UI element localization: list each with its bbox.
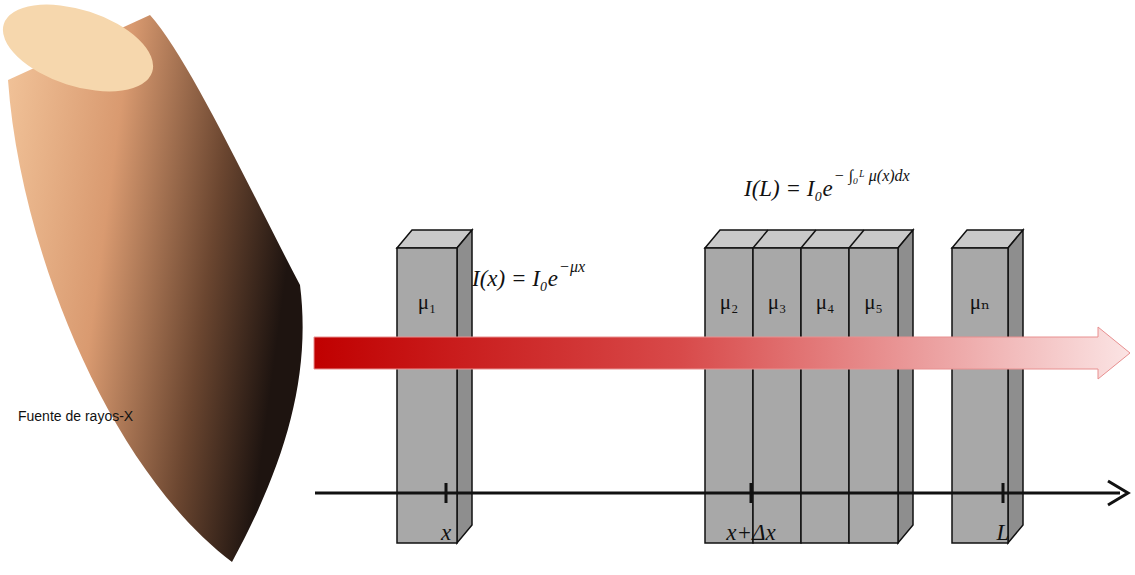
absorber-slab: μ₁ xyxy=(397,248,457,543)
source-label: Fuente de rayos-X xyxy=(18,408,133,424)
axis-label: L xyxy=(997,520,1010,546)
attenuation-coefficient: μ₂ xyxy=(720,290,739,315)
slab-n xyxy=(952,230,1023,543)
axis xyxy=(315,481,1128,505)
absorber-slab: μ₅ xyxy=(849,248,898,543)
xray-source xyxy=(8,15,303,562)
absorber-slab: μ₄ xyxy=(801,248,849,543)
axis-label: x xyxy=(441,520,451,546)
formula-exponent: − ∫₀ᴸ μ(x)dx xyxy=(834,167,910,185)
slab-group xyxy=(705,230,913,543)
formula-exponent: −μx xyxy=(559,258,585,276)
attenuation-coefficient: μₙ xyxy=(970,290,990,315)
absorber-slab: μ₂ xyxy=(705,248,753,543)
attenuation-coefficient: μ₄ xyxy=(816,290,835,315)
attenuation-coefficient: μ₅ xyxy=(864,290,883,315)
absorber-slab: μₙ xyxy=(952,248,1008,543)
formula-base: I(L) = I₀e xyxy=(744,176,833,202)
attenuation-coefficient: μ₃ xyxy=(768,290,787,315)
absorber-slab: μ₃ xyxy=(753,248,801,543)
formula-base: I(x) = I₀e xyxy=(472,266,558,292)
axis-label: x+Δx xyxy=(726,520,775,546)
xray-beam xyxy=(314,327,1130,379)
source-cap xyxy=(0,0,164,108)
attenuation-coefficient: μ₁ xyxy=(418,290,437,315)
slab-1 xyxy=(397,230,472,543)
